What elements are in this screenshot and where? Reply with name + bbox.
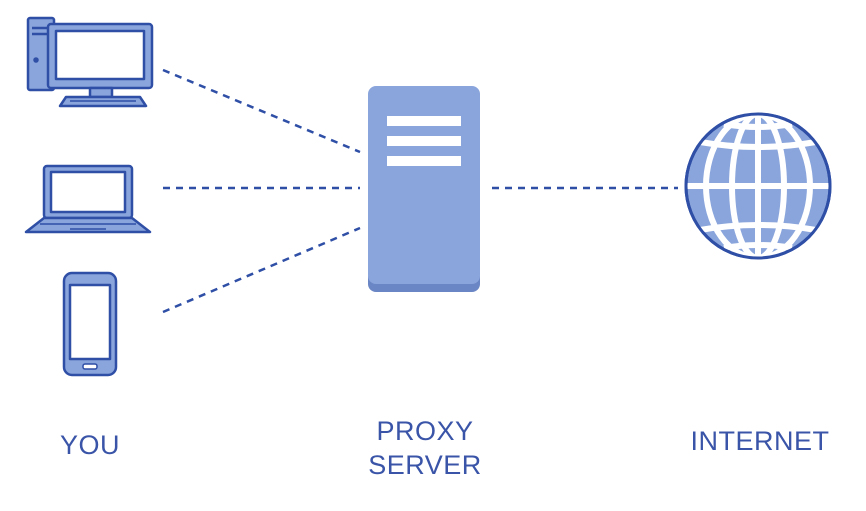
label-proxy-line1: PROXY	[376, 416, 474, 446]
laptop-icon	[24, 164, 152, 234]
connectors	[162, 68, 678, 314]
proxy-server-icon	[368, 86, 480, 292]
label-internet-text: INTERNET	[690, 426, 830, 456]
label-you-text: YOU	[59, 430, 120, 460]
globe-icon	[684, 111, 832, 261]
connector-phone-proxy	[162, 226, 361, 314]
label-you: YOU	[40, 428, 140, 462]
smartphone-icon	[62, 271, 118, 377]
label-proxy-line2: SERVER	[368, 450, 482, 480]
desktop-computer-icon	[26, 16, 154, 108]
label-proxy-server: PROXY SERVER	[330, 414, 520, 482]
label-internet: INTERNET	[660, 424, 860, 458]
connector-desktop-proxy	[162, 68, 361, 154]
